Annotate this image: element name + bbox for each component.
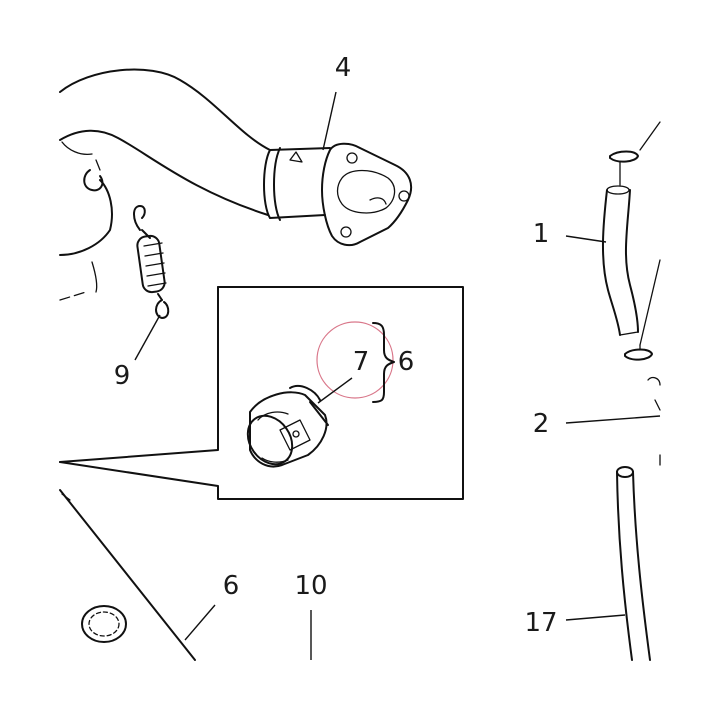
leader-1 [565,235,607,243]
leader-9 [134,314,161,361]
hose-1 [601,150,661,386]
panel-edge [59,489,196,661]
leader-17 [565,614,626,621]
callout-4: 4 [335,53,352,83]
exhaust-pipe [59,68,413,301]
callout-17: 17 [524,608,557,638]
callout-10: 10 [294,571,327,601]
leader-4 [322,91,337,151]
highlight-circle [316,321,394,399]
spring [133,205,170,319]
edge-fragment [654,399,661,411]
detail-inset [59,286,464,500]
callout-6: 6 [223,571,240,601]
callout-2: 2 [533,409,550,439]
callout-6-inset: 6 [398,347,415,377]
edge-fragment [639,121,661,151]
edge-fragment [639,259,661,346]
leader-2 [565,415,661,424]
pipe-bushing [246,384,329,468]
callout-9: 9 [114,361,131,391]
leader-7 [317,377,353,404]
brace [372,322,395,403]
leader-6 [184,604,216,641]
callout-7: 7 [353,347,370,377]
hose-17 [616,466,651,661]
callout-1: 1 [533,219,550,249]
grommet [81,605,127,643]
